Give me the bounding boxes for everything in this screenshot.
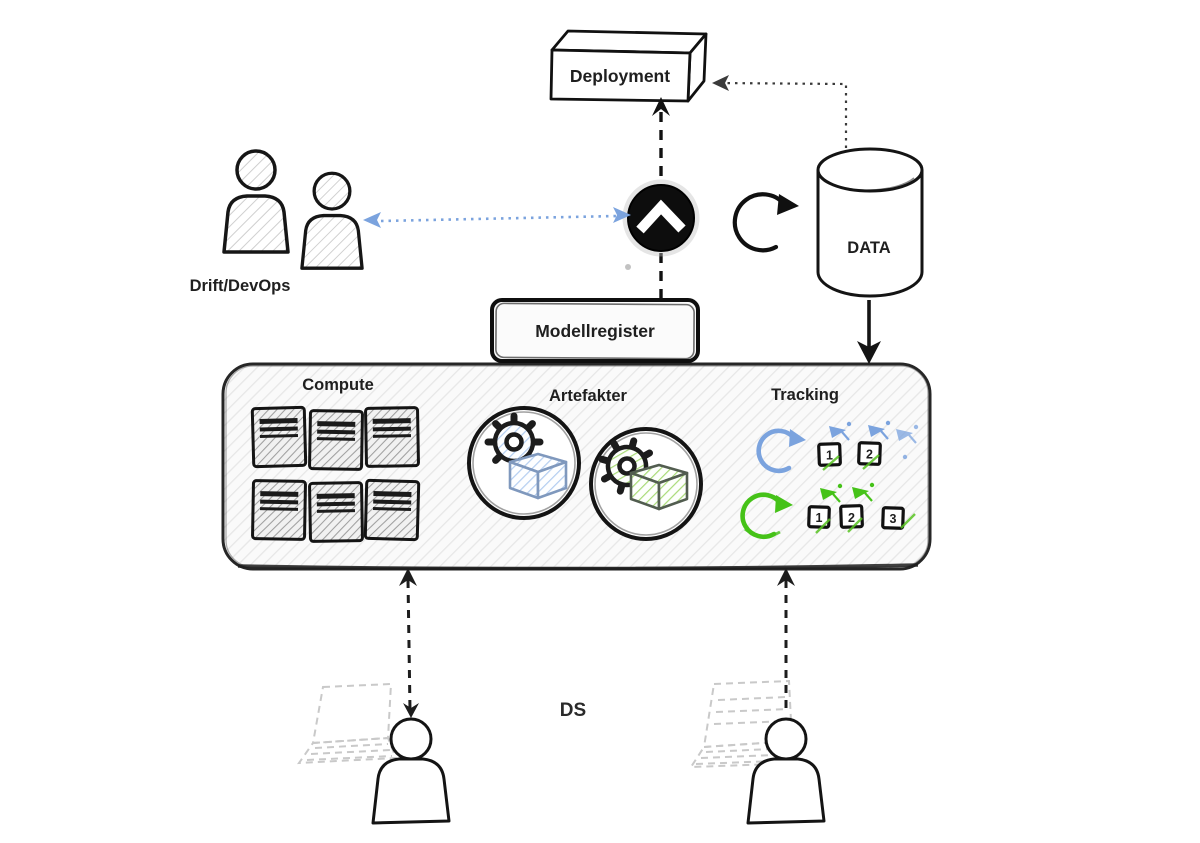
arrow-registry-to-deployment <box>652 97 670 181</box>
tracking-run-green: 1 2 3 <box>740 481 916 540</box>
arrow-ds2-to-platform <box>777 568 795 714</box>
data-store-node: DATA <box>816 147 924 298</box>
arrow-data-to-deployment <box>712 75 848 148</box>
devops-person-1 <box>222 149 290 254</box>
server-icon <box>309 411 362 470</box>
arrow-data-to-platform <box>857 300 881 364</box>
model-registry-node: Modellregister <box>490 298 700 363</box>
arrow-ds1-to-platform <box>399 568 419 718</box>
server-icon <box>365 408 418 467</box>
run-loop-blue-icon <box>756 428 806 474</box>
tracking-label: Tracking <box>771 386 839 404</box>
chevron-up-icon <box>636 199 686 234</box>
artifacts-section: Artefakter <box>467 387 703 541</box>
server-icon <box>252 407 306 466</box>
ds-label: DS <box>560 700 586 721</box>
package-box-green-icon <box>629 463 689 511</box>
deployment-node: Deployment <box>549 29 708 103</box>
devops-node: Drift/DevOps <box>190 149 364 295</box>
compute-section: Compute <box>252 376 419 541</box>
ds-person-1 <box>371 717 451 825</box>
sync-icon <box>732 192 799 253</box>
arrow-devops-registry <box>363 207 631 228</box>
devops-label: Drift/DevOps <box>190 277 291 295</box>
artifacts-label: Artefakter <box>549 387 628 405</box>
ds-person-2 <box>746 717 826 825</box>
tracking-run-blue: 1 2 <box>756 419 920 474</box>
registry-badge-icon <box>622 179 700 270</box>
deployment-label: Deployment <box>570 66 670 86</box>
step-number: 2 <box>848 511 855 525</box>
step-number: 1 <box>826 449 833 463</box>
compute-label: Compute <box>302 376 374 394</box>
step-box: 1 <box>817 442 842 467</box>
step-number: 1 <box>816 511 823 525</box>
model-registry-label: Modellregister <box>535 321 655 341</box>
step-number: 3 <box>890 512 897 526</box>
container-bottom-sketch-line <box>237 563 919 571</box>
step-number: 2 <box>866 448 873 462</box>
artifact-circle-blue <box>467 406 581 520</box>
step-box: 1 <box>807 505 831 529</box>
server-icon <box>309 483 362 542</box>
server-icon <box>365 480 419 539</box>
artifact-circle-green <box>589 427 703 541</box>
step-box: 2 <box>857 441 882 466</box>
package-box-blue-icon <box>508 452 568 500</box>
devops-person-2 <box>300 171 364 270</box>
run-loop-green-icon <box>740 492 793 540</box>
step-box: 3 <box>881 506 905 530</box>
data-store-label: DATA <box>847 239 890 257</box>
laptop-icon <box>297 682 398 765</box>
server-icon <box>252 481 305 540</box>
step-box: 2 <box>839 504 864 529</box>
tracking-section: Tracking 1 2 <box>740 386 920 540</box>
